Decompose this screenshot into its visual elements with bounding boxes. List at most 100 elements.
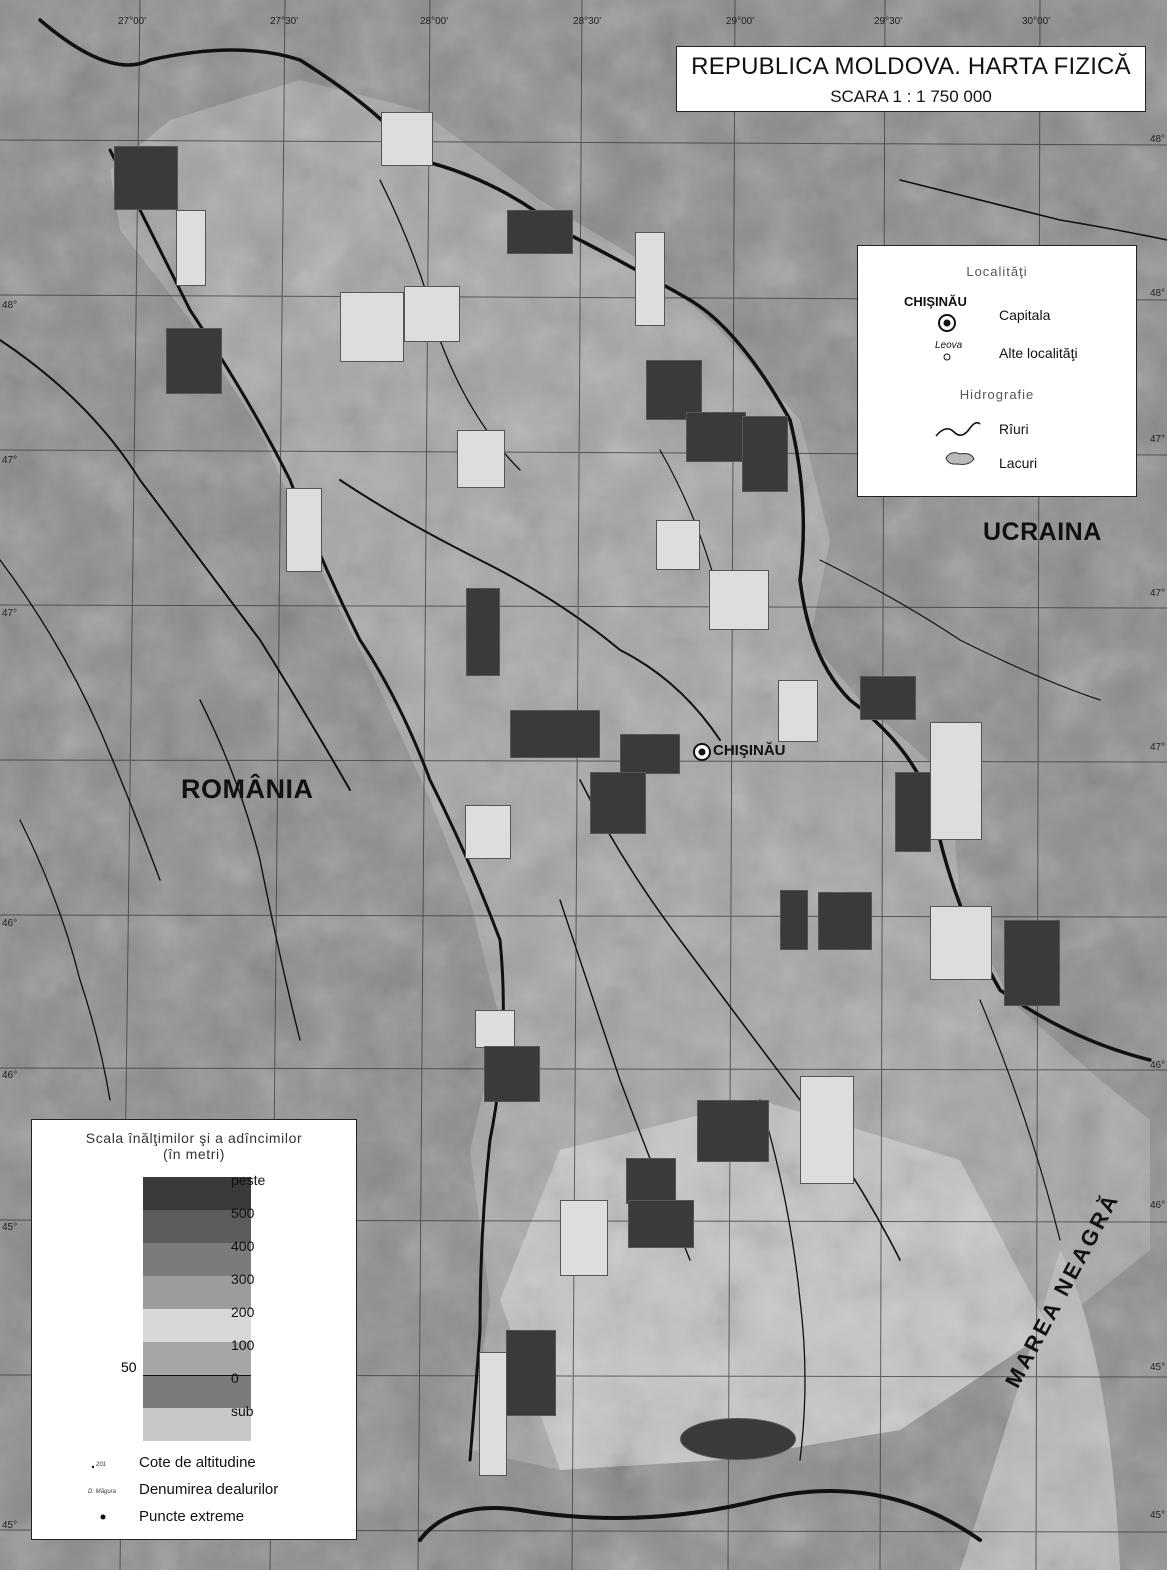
coord-right: 45° [1150, 1510, 1166, 1521]
extreme-point-icon [100, 1514, 106, 1520]
svg-text:201: 201 [95, 1462, 106, 1468]
artifact-photo [778, 680, 818, 742]
artifact-photo [510, 710, 600, 758]
artifact-photo [286, 488, 322, 572]
altitude-item: Cote de altitudine [139, 1454, 256, 1471]
coord-top: 30°00' [1022, 16, 1051, 27]
artifact-photo [457, 430, 505, 488]
coord-right: 45° [1150, 1362, 1166, 1373]
artifact-photo [930, 906, 992, 980]
legend-capital-sample: CHIŞINĂU [904, 294, 967, 309]
coord-top: 27°00' [118, 16, 147, 27]
coord-left: 45° [2, 1520, 18, 1531]
coord-right: 48° [1150, 134, 1166, 145]
altitude-item: Denumirea dealurilor [139, 1481, 279, 1498]
artifact-photo [895, 772, 931, 852]
artifact-photo [404, 286, 460, 342]
raut-river [339, 479, 721, 741]
siret-river [0, 339, 351, 791]
artifact-photo [686, 412, 746, 462]
artifact-photo [176, 210, 206, 286]
artifact-photo [465, 805, 511, 859]
label-romania: ROMÂNIA [181, 774, 314, 804]
dunare-river [418, 1489, 982, 1542]
coord-top: 27°30' [270, 16, 299, 27]
altitude-scale-title: Scala înălţimilor şi a adîncimilor [85, 1130, 303, 1146]
legend-rivers-label: Rîuri [999, 421, 1029, 437]
nistru-river [38, 18, 1152, 1062]
altitude-level-label: sub [231, 1403, 254, 1419]
legend-symbols: 201 D. Măgura [88, 1462, 117, 1520]
legend-header-hydro: Hidrografie [959, 387, 1035, 402]
artifact-photo [114, 146, 178, 210]
legend-header-localities: Localităţi [966, 264, 1028, 279]
artifact-photo [620, 734, 680, 774]
label-ucraina: UCRAINA [983, 518, 1102, 546]
artifact-photo [800, 1076, 854, 1184]
artifact-photo [340, 292, 404, 362]
isoline-value: 50 [121, 1359, 137, 1375]
altitude-scale-subtitle: (în metri) [163, 1146, 225, 1162]
coord-left: 45° [2, 1222, 18, 1233]
altitude-swatch [143, 1276, 251, 1309]
artifact-photo [560, 1200, 608, 1276]
altitude-level-label: peste [231, 1172, 266, 1188]
coord-top: 29°00' [726, 16, 755, 27]
altitude-scale-box: Scala înălţimilor şi a adîncimilor (în m… [31, 1119, 357, 1540]
map-title-box: REPUBLICA MOLDOVA. HARTA FIZICĂ SCARA 1 … [676, 46, 1146, 112]
legend-capital-label: Capitala [999, 307, 1051, 323]
altitude-swatch [143, 1243, 251, 1276]
artifact-photo [475, 1010, 515, 1048]
coord-right: 46° [1150, 1200, 1166, 1211]
coord-top: 28°30' [573, 16, 602, 27]
coord-left: 46° [2, 918, 18, 929]
artifact-photo [506, 1330, 556, 1416]
capital-symbol-icon [938, 314, 956, 332]
altitude-swatch [143, 1342, 251, 1375]
artifact-photo [860, 676, 916, 720]
altitude-level-label: 100 [231, 1337, 255, 1353]
artifact-photo [656, 520, 700, 570]
altitude-swatch [143, 1309, 251, 1342]
altitude-level-label: 300 [231, 1271, 255, 1287]
legend-other-sample: Leova [935, 340, 963, 351]
artifact-photo [166, 328, 222, 394]
coord-left: 47° [2, 455, 18, 466]
artifact-photo [381, 112, 433, 166]
altitude-level-label: 400 [231, 1238, 255, 1254]
artifact-photo [1004, 920, 1060, 1006]
artifact-photo [742, 416, 788, 492]
map-scale: SCARA 1 : 1 750 000 [830, 87, 992, 106]
coord-left: 47° [2, 608, 18, 619]
rivers [0, 18, 1167, 1542]
coord-right: 47° [1150, 742, 1166, 753]
artifact-photo [507, 210, 573, 254]
coord-right: 46° [1150, 1060, 1166, 1071]
lake-symbol-icon [945, 452, 975, 465]
altitude-swatch [143, 1210, 251, 1243]
altitude-swatch [143, 1375, 251, 1409]
legend-box: Localităţi CHIŞINĂU Capitala Leova Alte … [857, 245, 1137, 497]
artifact-photo [628, 1200, 694, 1248]
locality-symbol-icon [943, 353, 951, 361]
map-title: REPUBLICA MOLDOVA. HARTA FIZICĂ [691, 53, 1131, 80]
coord-left: 46° [2, 1070, 18, 1081]
altitude-level-label: 0 [231, 1370, 239, 1386]
altitude-swatch [143, 1177, 251, 1210]
artifact-photo [646, 360, 702, 420]
artifact-photo [626, 1158, 676, 1204]
artifact-photo [697, 1100, 769, 1162]
legend-other-label: Alte localităţi [999, 345, 1078, 361]
label-chisinau: CHIŞINĂU [713, 742, 786, 759]
coord-right: 47° [1150, 588, 1166, 599]
altitude-item: Puncte extreme [139, 1508, 245, 1525]
coord-top: 28°00' [420, 16, 449, 27]
altitude-level-label: 200 [231, 1304, 255, 1320]
artifact-photo [780, 890, 808, 950]
artifact-photo [479, 1352, 507, 1476]
elevation-point-icon [91, 1465, 95, 1469]
altitude-swatch [143, 1408, 251, 1441]
coord-top: 29°30' [874, 16, 903, 27]
coord-left: 48° [2, 300, 18, 311]
